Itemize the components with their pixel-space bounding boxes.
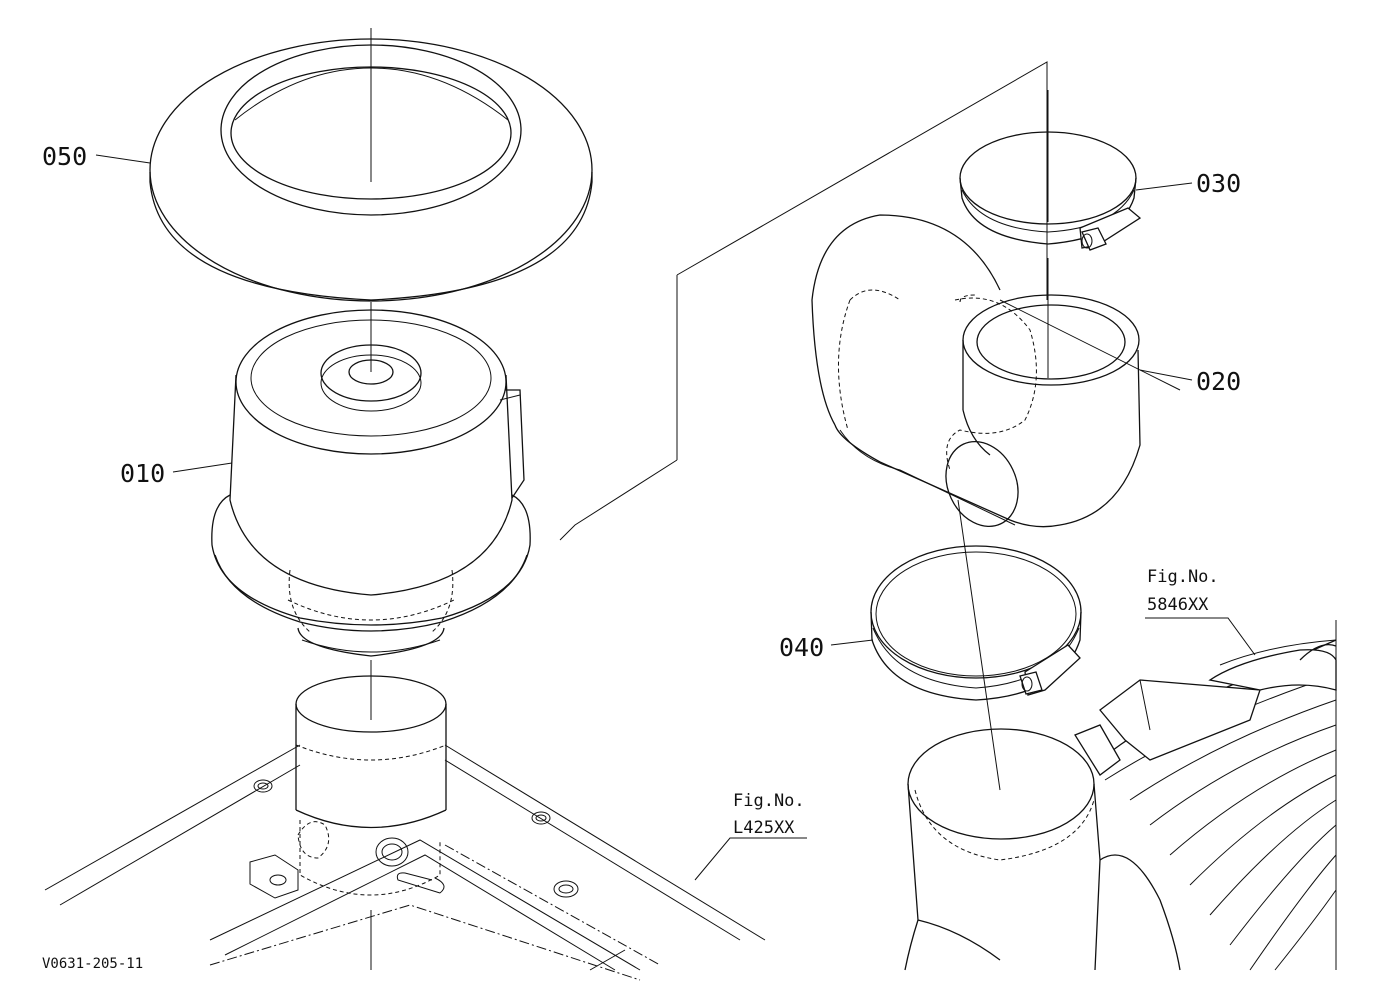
right-axis-lines	[957, 90, 1049, 791]
callout-040: 040	[779, 633, 824, 662]
callout-010: 010	[120, 459, 165, 488]
callout-050: 050	[42, 142, 87, 171]
leader-lines	[95, 154, 1256, 881]
callout-030: 030	[1196, 169, 1241, 198]
fig-ref-5846-label: Fig.No.	[1147, 567, 1219, 587]
part-030-clamp	[959, 131, 1142, 251]
part-040-clamp	[870, 545, 1082, 701]
intake-housing	[904, 620, 1337, 971]
fig-ref-l425-label: Fig.No.	[733, 791, 805, 811]
part-020-elbow	[811, 214, 1181, 528]
panel-outline	[559, 61, 1048, 541]
base-plate	[44, 744, 766, 981]
fig-ref-l425-number: L425XX	[733, 818, 795, 838]
intake-pipe	[249, 675, 447, 899]
callout-020: 020	[1196, 367, 1241, 396]
fig-ref-5846-number: 5846XX	[1147, 595, 1209, 615]
drawing-code: V0631-205-11	[42, 956, 143, 972]
